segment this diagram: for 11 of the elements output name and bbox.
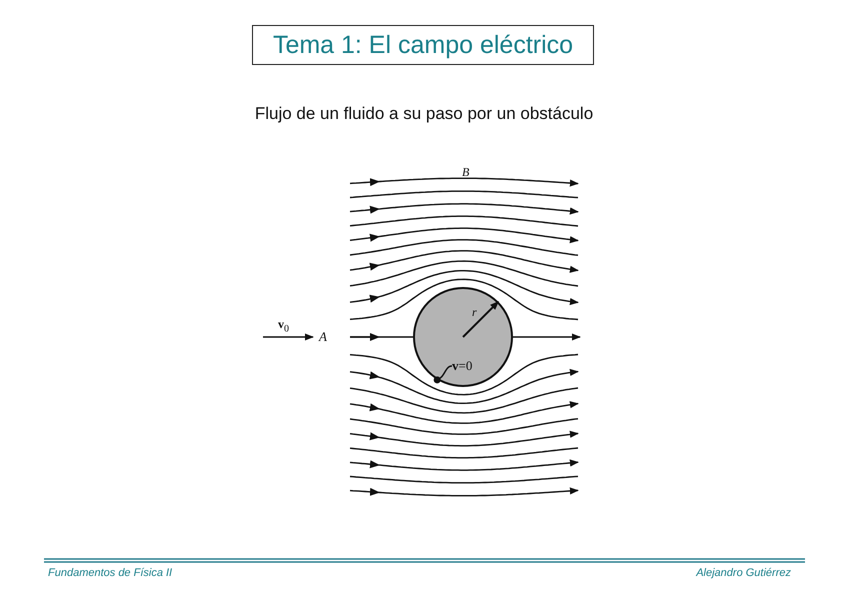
- footer-text: Fundamentos de Física II: [48, 567, 172, 579]
- point-label: A: [319, 329, 327, 345]
- slide-title: Tema 1: El campo eléctrico: [252, 25, 594, 65]
- velocity-label: v$_{0}$: [278, 317, 289, 334]
- radius-label: r: [472, 305, 477, 320]
- point-label: B: [462, 165, 470, 180]
- footer-text: Alejandro Gutiérrez: [696, 567, 791, 579]
- leader-line: [434, 365, 452, 384]
- subtitle: Flujo de un fluido a su paso por un obstáculo: [254, 104, 594, 124]
- velocity-label: v=0: [452, 358, 472, 374]
- obstacle-circle: [413, 287, 513, 387]
